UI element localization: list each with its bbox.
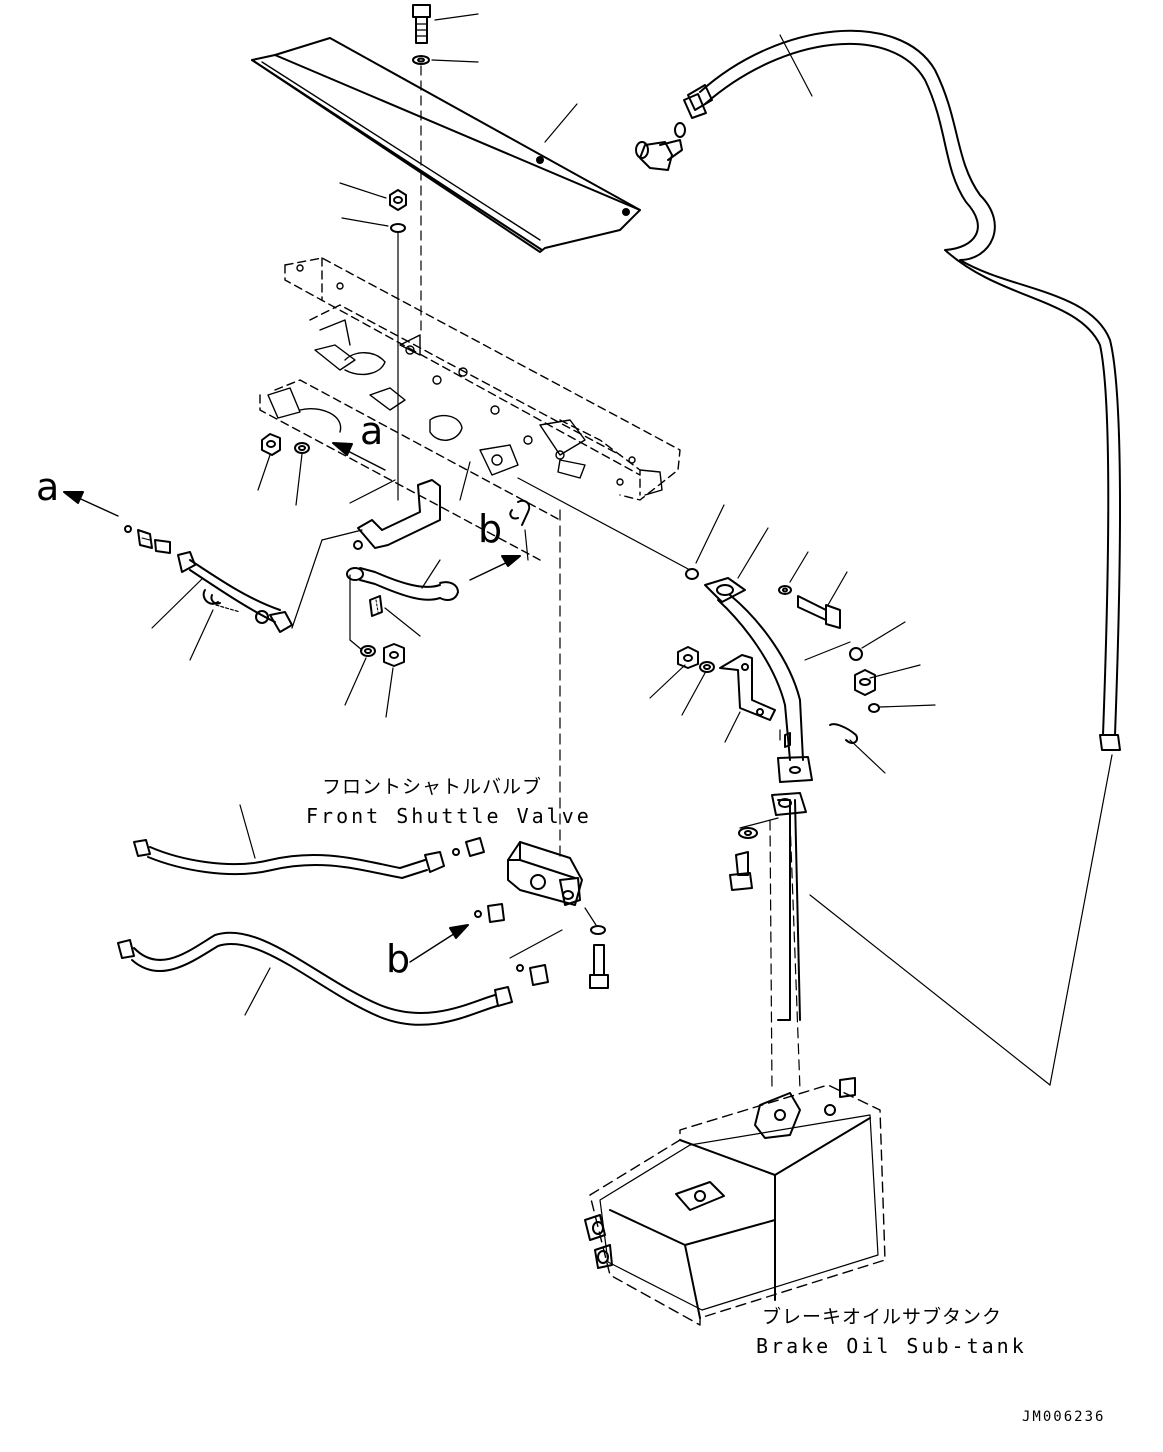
leader-lines-left-pipe (151, 577, 214, 661)
elbow-fitting (635, 122, 686, 171)
leader-lines-left (257, 453, 396, 506)
leader-lines-center-pipe (349, 559, 441, 651)
nut-washer-lower (360, 643, 405, 667)
leader-lines-right (649, 504, 936, 774)
drawing-code: JM006236 (1022, 1409, 1106, 1425)
pipe-to-tank-leader (739, 754, 1113, 1086)
cover-plate (251, 37, 641, 253)
front-shuttle-valve-label-en: Front Shuttle Valve (306, 804, 592, 828)
frame-details (267, 264, 663, 496)
brake-oil-subtank-label-en: Brake Oil Sub-tank (756, 1334, 1027, 1358)
hose-upper-left (133, 804, 445, 879)
brake-oil-subtank (584, 1077, 886, 1326)
right-nut-washer (677, 646, 715, 673)
nut-washer-left (261, 433, 310, 456)
arrow-a-left (63, 491, 119, 517)
upper-frame (259, 257, 681, 561)
arrow-b-lower (409, 924, 469, 963)
marker-b-lower: b (386, 937, 411, 981)
bracket-center (353, 479, 441, 550)
nut-washer-upper (389, 189, 407, 233)
long-hose-right (683, 29, 1121, 751)
left-pipe (177, 551, 293, 633)
dashed-center-link (517, 477, 691, 861)
left-fittings (124, 525, 171, 554)
marker-a-left: a (36, 465, 60, 509)
top-bolt (412, 4, 431, 65)
front-shuttle-valve-body (507, 841, 583, 906)
right-pipe-assembly (685, 568, 813, 783)
right-small-fittings (829, 647, 880, 744)
marker-a-upper: a (360, 409, 384, 453)
arrow-a-upper (332, 442, 386, 471)
front-shuttle-valve-label-jp: フロントシャトルバルブ (322, 776, 543, 798)
leader-lines-center (291, 461, 471, 629)
center-pipe (346, 567, 459, 617)
right-bracket (719, 654, 776, 721)
u-bolt-upper (509, 499, 531, 561)
leader-lines-top (339, 13, 578, 227)
valve-fittings (452, 837, 609, 989)
right-bolt-washer (778, 585, 841, 629)
vertical-pipe (729, 792, 807, 1091)
valve-leaders (509, 907, 597, 959)
leader-lines-lower (344, 657, 394, 718)
hose-lower-left (117, 931, 513, 1026)
marker-b-upper: b (478, 507, 503, 551)
arrow-b-upper (469, 555, 521, 581)
brake-oil-subtank-label-jp: ブレーキオイルサブタンク (762, 1306, 1003, 1328)
